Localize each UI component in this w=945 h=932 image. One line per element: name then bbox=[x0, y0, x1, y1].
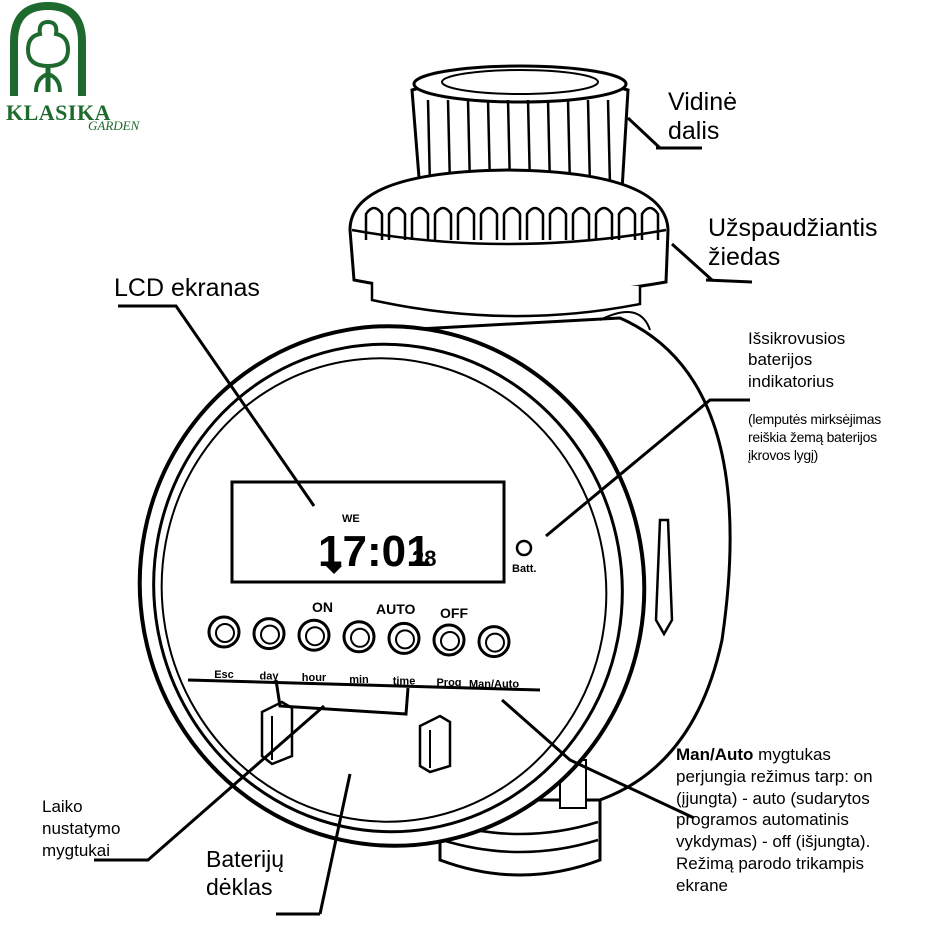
button-label: hour bbox=[302, 672, 327, 684]
face-divider bbox=[187, 678, 541, 692]
label-uzspaudziantis-ziedas: Užspaudžiantis žiedas bbox=[708, 214, 878, 271]
label-battery-indicator: Išsikrovusios baterijos indikatorius bbox=[748, 329, 846, 391]
button-label: Esc bbox=[214, 669, 234, 681]
lcd-screen bbox=[230, 480, 506, 584]
clamping-ring bbox=[348, 168, 670, 318]
lcd-day: WE bbox=[342, 513, 360, 525]
button-label: time bbox=[393, 675, 416, 687]
timer-button-prog[interactable]: Prog bbox=[432, 623, 466, 689]
timer-button-hour[interactable]: hour bbox=[297, 618, 331, 684]
label-man-auto-desc: Man/Auto mygtukas perjungia režimus tarp… bbox=[676, 745, 873, 895]
mode-auto-label: AUTO bbox=[376, 601, 416, 617]
logo-sub-text: GARDEN bbox=[88, 118, 140, 133]
inner-nut-part bbox=[410, 64, 630, 192]
mode-triangle-icon bbox=[326, 566, 342, 574]
leader-lines bbox=[94, 116, 753, 916]
label-battery-note: (lemputės mirksėjimas reiškia žemą bater… bbox=[748, 411, 881, 464]
label-lcd-ekranas: LCD ekranas bbox=[114, 274, 260, 302]
mode-off-label: OFF bbox=[440, 605, 468, 621]
battery-latch-right bbox=[418, 714, 452, 774]
battery-led bbox=[515, 539, 533, 557]
timer-button-esc[interactable]: Esc bbox=[207, 615, 241, 681]
mode-on-label: ON bbox=[312, 599, 333, 615]
klasika-logo-icon bbox=[10, 1, 86, 96]
batt-label: Batt. bbox=[512, 563, 536, 575]
time-buttons-bracket bbox=[274, 679, 410, 716]
button-label: day bbox=[260, 671, 280, 683]
label-battery-case: Baterijų dėklas bbox=[206, 846, 284, 900]
button-label: min bbox=[349, 674, 369, 686]
lcd-small-digits: 28 bbox=[412, 546, 436, 571]
battery-latch-left bbox=[260, 700, 294, 766]
label-vidine-dalis: Vidinė dalis bbox=[668, 88, 738, 145]
timer-button-day[interactable]: day bbox=[252, 617, 286, 683]
timer-button-time[interactable]: time bbox=[387, 621, 421, 687]
timer-button-min[interactable]: min bbox=[342, 620, 376, 686]
label-time-buttons: Laiko nustatymo mygtukai bbox=[42, 797, 121, 860]
lcd-time: 17:01 bbox=[318, 527, 431, 576]
logo-brand-text: KLASIKA bbox=[6, 100, 111, 125]
